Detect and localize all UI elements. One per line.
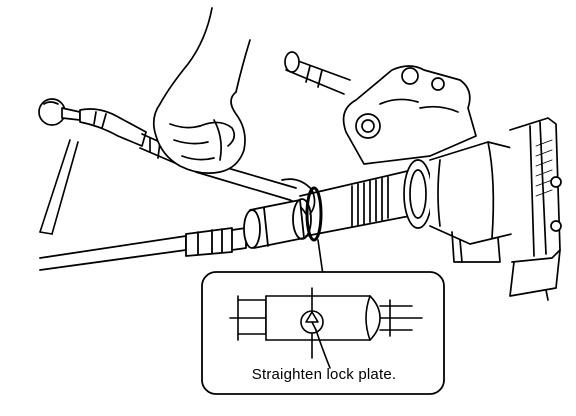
lock-nut [243,186,323,249]
bench-support [39,139,79,235]
lock-plate-detail [229,287,423,369]
steering-gear-housing [284,51,562,301]
hand [152,7,251,174]
tie-rod-shaft [39,227,247,271]
callout-label: Straighten lock plate. [251,366,397,383]
